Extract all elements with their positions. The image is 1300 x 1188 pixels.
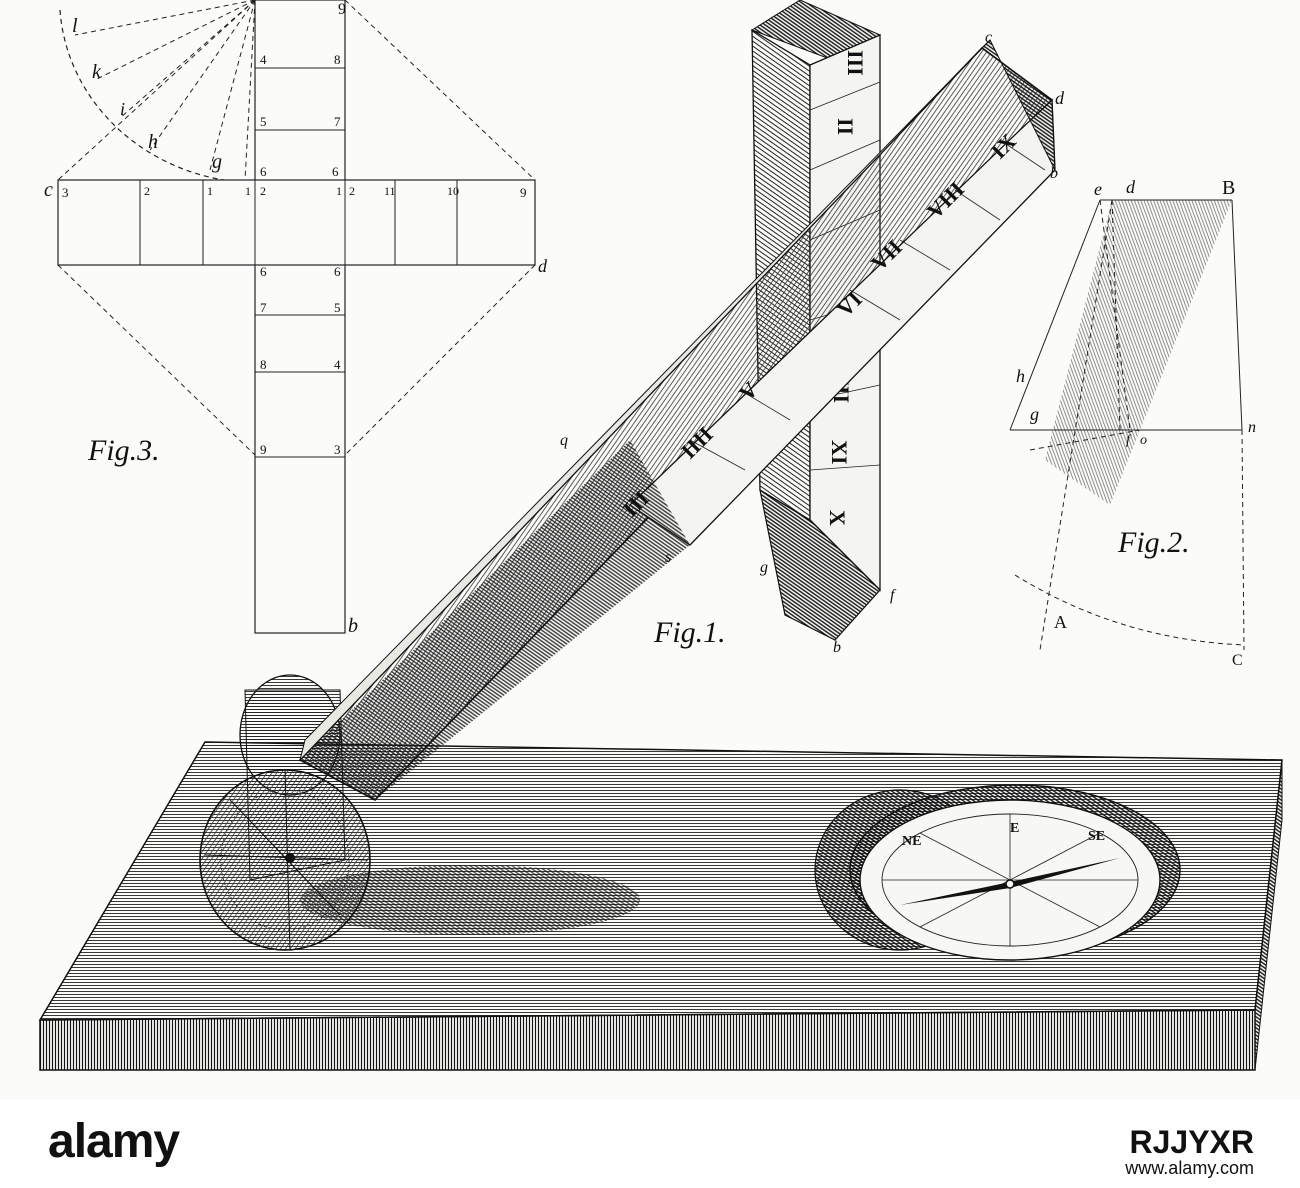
fig3-arm-left-3: 3 xyxy=(62,185,69,200)
fig1-letter-c: c xyxy=(985,29,992,46)
fig3-arm-right-10: 10 xyxy=(447,184,459,198)
fig1-caption: Fig.1. xyxy=(653,616,726,649)
fig1-letter-d: d xyxy=(1055,88,1065,108)
fig3-col-left-4: 4 xyxy=(260,52,267,67)
fig3-label-l: l xyxy=(72,15,78,37)
compass-label-ne: NE xyxy=(902,834,921,849)
fig3-col-right-5: 5 xyxy=(334,300,341,315)
fig3-arm-right-9: 9 xyxy=(520,185,527,200)
fig3-col-right-4: 4 xyxy=(334,357,341,372)
fig2-letter-e: e xyxy=(1094,179,1102,199)
fig3-arm-right-11: 11 xyxy=(384,184,396,198)
fig3-letter-d: d xyxy=(538,256,548,276)
base-board-front xyxy=(39,1009,1256,1071)
post-numeral-III: III xyxy=(843,50,868,76)
fig3-center-1: 1 xyxy=(336,184,342,198)
fig1-letter-s: s xyxy=(665,549,671,566)
drum-face xyxy=(199,769,371,951)
fig3-center-2: 2 xyxy=(260,184,266,198)
fig1-letter-g: g xyxy=(760,559,768,576)
fig3-top-number: 9 xyxy=(338,1,346,18)
fig2-letter-g: g xyxy=(1030,404,1039,424)
fig3-col-left-7: 7 xyxy=(260,300,267,315)
stock-image-id: RJJYXR xyxy=(1129,1124,1255,1160)
fig2-letter-o: o xyxy=(1140,433,1147,448)
fig2-letter-B: B xyxy=(1222,177,1235,199)
fig1-letter-q: q xyxy=(560,432,568,449)
post-numeral-X: X xyxy=(825,510,850,526)
fig2-letter-n: n xyxy=(1248,419,1256,436)
fig2-diagram: e d B h g f o n A C Fig.2. xyxy=(1009,177,1256,669)
post-numeral-XI: XI xyxy=(827,440,852,464)
fig3-arm-left-1b: 1 xyxy=(245,184,251,198)
fig3-diagram: l k i h g 9 3 2 1 1 2 11 10 9 6 6 2 1 4 … xyxy=(44,0,548,637)
fig3-caption: Fig.3. xyxy=(87,434,160,467)
compass-label-se: SE xyxy=(1088,829,1105,844)
fig3-col-right-7: 7 xyxy=(334,114,341,129)
fig1-letter-f: f xyxy=(890,587,897,604)
stock-url: www.alamy.com xyxy=(1125,1158,1254,1178)
fig3-letter-c: c xyxy=(44,179,53,201)
fig3-col-right-3: 3 xyxy=(334,442,341,457)
fig3-label-h: h xyxy=(148,131,158,153)
fig2-letter-h: h xyxy=(1016,366,1025,386)
alamy-wordmark: alamy xyxy=(48,1115,180,1168)
fig2-letter-A: A xyxy=(1054,612,1067,632)
fig3-label-g: g xyxy=(212,151,222,173)
stock-footer: alamy RJJYXR www.alamy.com xyxy=(0,1100,1300,1188)
fig3-arm-left-1a: 1 xyxy=(207,184,213,198)
fig3-col-left-6: 6 xyxy=(260,264,267,279)
fig3-col-left-8: 8 xyxy=(260,357,267,372)
fig2-letter-d: d xyxy=(1126,177,1136,197)
fig3-col-right-6: 6 xyxy=(334,264,341,279)
compass-label-e: E xyxy=(1010,821,1019,836)
fig2-letter-C: C xyxy=(1232,652,1243,669)
fig1-letter-b2: b xyxy=(833,639,841,656)
fig3-letter-b: b xyxy=(348,615,358,637)
fig3-label-k: k xyxy=(92,61,102,83)
post-numeral-II: II xyxy=(833,118,858,135)
fig2-letter-f: f xyxy=(1126,433,1132,448)
engraving-plate: l k i h g 9 3 2 1 1 2 11 10 9 6 6 2 1 4 … xyxy=(38,0,1283,1071)
fig1-instrument: III II I XII XI X IX VIII xyxy=(38,0,1283,1071)
fig3-center-6b: 6 xyxy=(332,164,339,179)
fig3-center-6a: 6 xyxy=(260,164,267,179)
fig3-col-right-8: 8 xyxy=(334,52,341,67)
fig1-letter-b: b xyxy=(1050,165,1058,182)
fig3-col-left-9: 9 xyxy=(260,442,267,457)
fig3-arm-right-2: 2 xyxy=(349,184,355,198)
fig3-label-i: i xyxy=(120,99,125,119)
fig3-arm-left-2: 2 xyxy=(144,184,150,198)
fig2-caption: Fig.2. xyxy=(1117,526,1190,559)
fig3-col-left-5: 5 xyxy=(260,114,267,129)
engraving-svg: l k i h g 9 3 2 1 1 2 11 10 9 6 6 2 1 4 … xyxy=(38,0,1283,1071)
